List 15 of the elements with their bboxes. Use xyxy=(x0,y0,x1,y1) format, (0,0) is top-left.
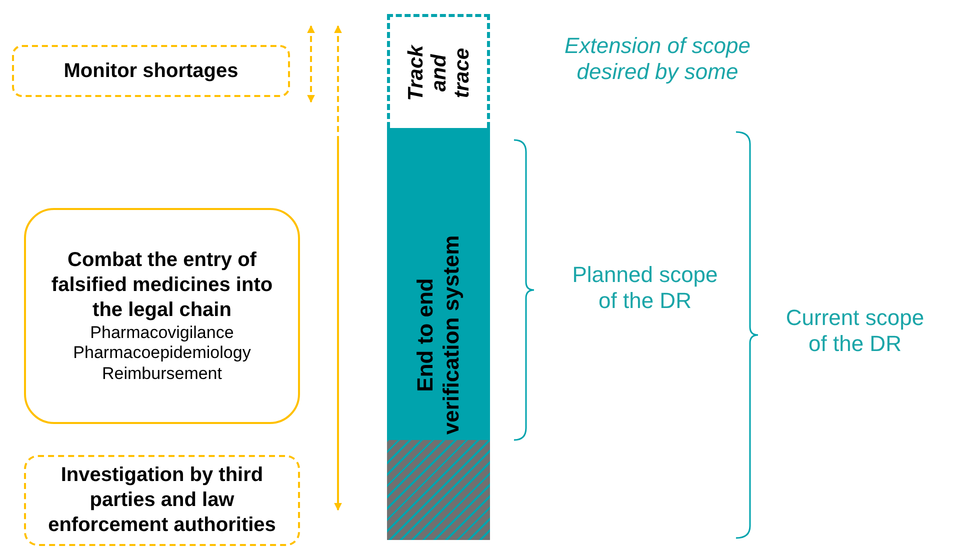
objective-title: Monitor shortages xyxy=(64,58,238,84)
objective-title: Investigation by third parties and law enforcement authorities xyxy=(48,463,276,538)
objective-item: Reimbursement xyxy=(102,364,222,384)
bar-label: End to end verification system xyxy=(412,234,464,437)
scope-annotation: Extension of scope desired by some xyxy=(564,33,752,86)
scope-bar xyxy=(387,128,490,540)
scope-annotation: Current scope of the DR xyxy=(784,305,926,358)
objective-box xyxy=(24,455,300,546)
segment-label: Track and trace xyxy=(404,44,474,102)
objective-title: Combat the entry of falsified medicines into the legal chain xyxy=(50,248,274,323)
objective-item: Pharmacovigilance xyxy=(90,322,234,344)
objective-box xyxy=(24,208,300,424)
scope-annotation: Planned scope of the DR xyxy=(571,262,719,315)
objective-box xyxy=(12,45,290,97)
objective-item: Pharmacoepidemiology xyxy=(73,343,251,364)
